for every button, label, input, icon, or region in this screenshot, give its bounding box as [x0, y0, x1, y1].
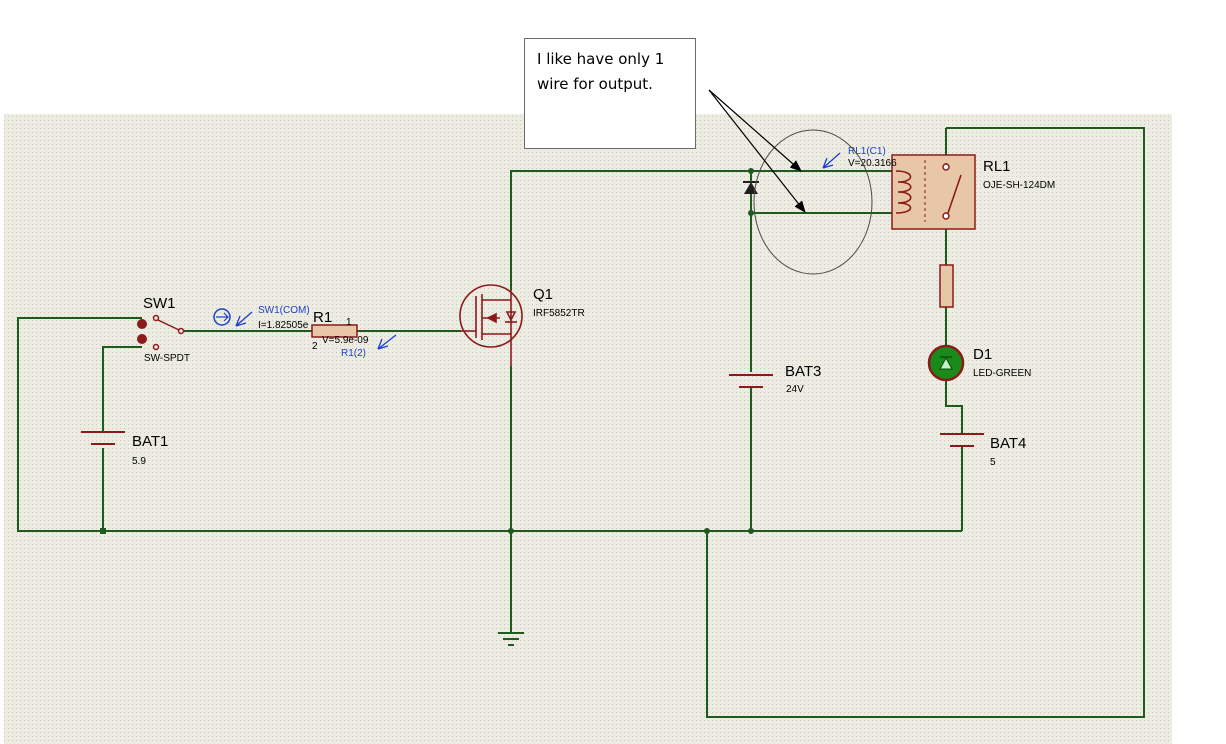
- sw1-current-probe[interactable]: [213, 308, 253, 327]
- r1-ref-label: R1: [313, 309, 332, 326]
- sw1-probe-reading: I=1.82505e: [258, 320, 309, 331]
- sw1-type-label: SW-SPDT: [144, 353, 190, 364]
- bat1-value-label: 5.9: [132, 456, 146, 467]
- schematic-sheet: [4, 114, 1172, 744]
- battery-bat4[interactable]: [940, 433, 984, 447]
- annotation-ellipse: [753, 129, 873, 275]
- sw1-ref-label: SW1: [143, 295, 176, 312]
- mosfet-q1[interactable]: [459, 284, 523, 366]
- r1-probe-reading: V=5.9e-09: [322, 335, 369, 346]
- sw1-probe-name: SW1(COM): [258, 305, 310, 316]
- q1-ref-label: Q1: [533, 286, 553, 303]
- rl1-ref-label: RL1: [983, 158, 1011, 175]
- relay-rl1[interactable]: [891, 154, 976, 230]
- switch-sw1[interactable]: [137, 314, 185, 351]
- d1-part-label: LED-GREEN: [973, 368, 1031, 379]
- led-d1[interactable]: [927, 344, 965, 382]
- load-resistor[interactable]: [939, 264, 954, 308]
- junction-dots: [100, 168, 754, 534]
- bat1-ref-label: BAT1: [132, 433, 168, 450]
- q1-part-label: IRF5852TR: [533, 308, 585, 319]
- bat4-value-label: 5: [990, 457, 996, 468]
- r1-probe-name: R1(2): [341, 348, 366, 359]
- r1-voltage-probe-arrow[interactable]: [377, 334, 397, 350]
- annotation-callout: I like have only 1 wire for output.: [524, 38, 696, 149]
- bat4-ref-label: BAT4: [990, 435, 1026, 452]
- callout-line-2: wire for output.: [537, 75, 653, 93]
- bat3-value-label: 24V: [786, 384, 804, 395]
- d1-ref-label: D1: [973, 346, 992, 363]
- callout-line-1: I like have only 1: [537, 50, 665, 68]
- wires: [17, 127, 1145, 718]
- rl1-probe-name: RL1(C1): [848, 146, 886, 157]
- bat3-ref-label: BAT3: [785, 363, 821, 380]
- rl1-probe-reading: V=20.3166: [848, 158, 897, 169]
- r1-pin2-label: 2: [312, 341, 318, 352]
- annotation-arrows: [708, 89, 806, 213]
- resistor-r1[interactable]: [311, 324, 358, 338]
- rl1-part-label: OJE-SH-124DM: [983, 180, 1055, 191]
- battery-bat3[interactable]: [729, 374, 773, 388]
- r1-pin1-label: 1: [346, 317, 352, 328]
- rl1-voltage-probe-arrow[interactable]: [822, 152, 841, 169]
- ground-symbol: [498, 632, 524, 646]
